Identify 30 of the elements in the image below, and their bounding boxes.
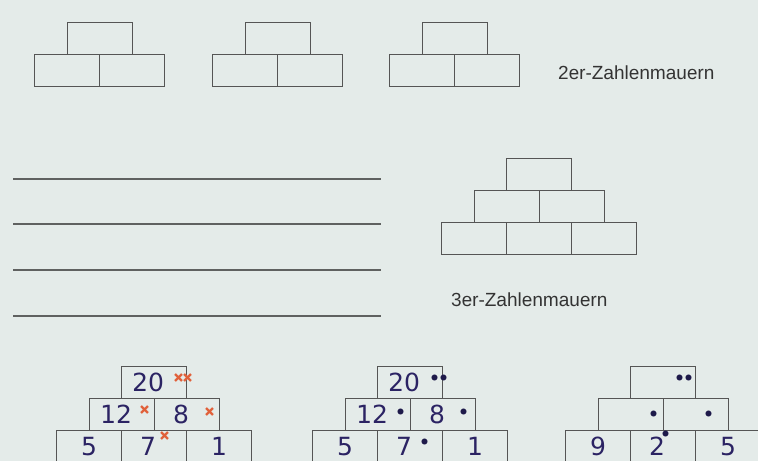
handwritten-number: 12 [100, 402, 132, 427]
brick-box [34, 54, 100, 87]
handwritten-number: 5 [81, 434, 97, 459]
handwritten-number: 7 [396, 434, 412, 459]
brick-box [630, 366, 696, 399]
handwritten-number: 8 [429, 402, 445, 427]
section-heading: 3er-Zahlenmauern [451, 290, 608, 312]
brick-box [99, 54, 165, 87]
handwritten-number: 1 [467, 434, 483, 459]
handwritten-number: 5 [337, 434, 353, 459]
brick-box [245, 22, 311, 55]
brick-box [441, 222, 507, 255]
handwritten-number: 2 [649, 434, 665, 459]
handwritten-number: 8 [173, 402, 189, 427]
brick-box [454, 54, 520, 87]
brick-box [67, 22, 133, 55]
handwritten-number: 9 [590, 434, 606, 459]
brick-box [506, 158, 572, 191]
brick-box [389, 54, 455, 87]
brick-box [422, 22, 488, 55]
brick-box [277, 54, 343, 87]
handwritten-number: 12 [356, 402, 388, 427]
handwritten-number: 5 [720, 434, 736, 459]
brick-box [571, 222, 637, 255]
handwritten-number: 20 [388, 370, 420, 395]
brick-box [212, 54, 278, 87]
handwritten-number: 20 [132, 370, 164, 395]
handwritten-number: 7 [140, 434, 156, 459]
section-heading: 2er-Zahlenmauern [558, 63, 714, 85]
handwritten-number: 1 [211, 434, 227, 459]
